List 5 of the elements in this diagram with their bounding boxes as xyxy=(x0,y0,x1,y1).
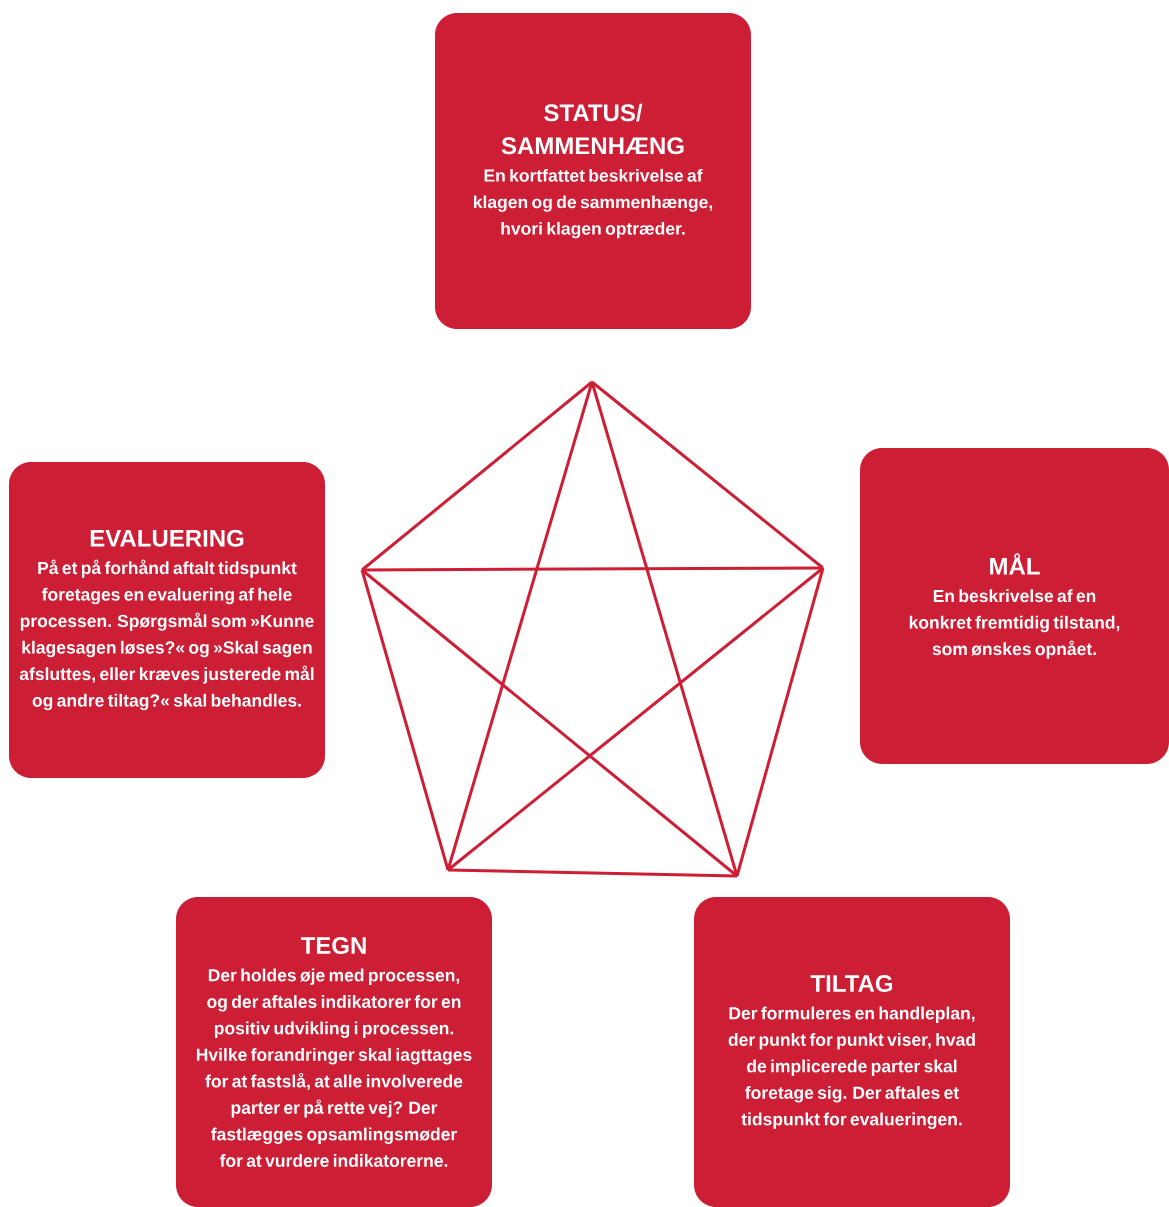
step-box: TILTAG Der formuleres en handleplan, der punkt for punkt viser, hvad de implicerede parter skal foretage sig. Der aftales et tidspunkt for evalueringen. xyxy=(694,897,1010,1207)
step-box: TEGN Der holdes øje med processen, og der aftales indikatorer for en positiv udvikling i processen. Hvilke forandringer skal iagttages for at fastslå, at alle involverede parter er på rette vej? Der fastlægges opsamlingsmøder for at vurdere indikatorerne. xyxy=(176,897,492,1207)
step-box: EVALUERING På et på forhånd aftalt tidspunkt foretages en evaluering af hele processen. Spørgsmål som »Kunne klagesagen løses?« og »Skal sagen afsluttes, eller kræves justerede mål og andre tiltag?« skal behandles. xyxy=(9,462,325,778)
step-box: STATUS/ SAMMENHÆNG En kortfattet beskrivelse af klagen og de sammenhænge, hvori klagen optræder. xyxy=(435,13,751,329)
step-box: MÅL En beskrivelse af en konkret fremtidig tilstand, som ønskes opnået. xyxy=(860,448,1169,764)
